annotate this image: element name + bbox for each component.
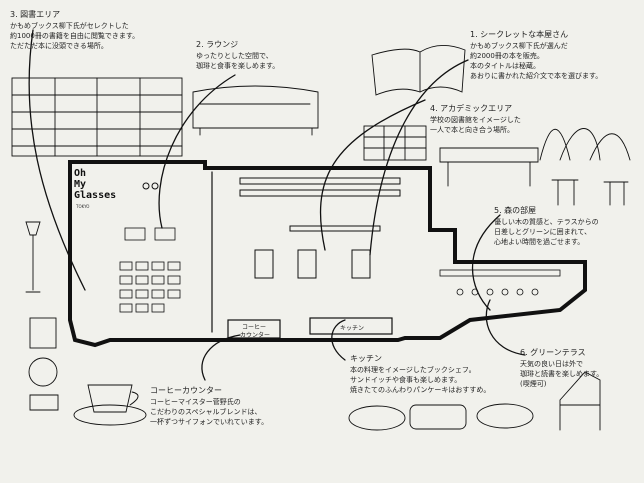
note-line: かもめブックス柳下氏が選んだ (470, 42, 568, 50)
building-outline (68, 160, 587, 348)
note-secret-bookstore: 1. シークレットな本屋さん かもめブックス柳下氏が選んだ 約2000冊の本を販… (470, 30, 602, 81)
note-line: 本の料理をイメージしたブックシェフ。 (350, 366, 476, 374)
floor-lamp-illustration (25, 221, 41, 293)
note-line: 本のタイトルは秘蔵。 (470, 62, 540, 70)
note-academic-area: 4. アカデミックエリア 学校の図書館をイメージした 一人で本と向き合う場所。 (430, 104, 521, 135)
note-line: 一杯ずつサイフォンでいれています。 (150, 418, 269, 426)
plants-illustration (539, 128, 631, 206)
note-title: 2. ラウンジ (196, 40, 239, 49)
note-title: コーヒーカウンター (150, 386, 222, 395)
coffee-counter-label-1: コーヒー (242, 324, 267, 331)
coffee-counter-label-2: カウンター (240, 332, 271, 339)
note-title: 4. アカデミックエリア (430, 104, 513, 113)
note-line: コーヒーマイスター菅野氏の (150, 398, 241, 406)
brand-line1: Oh (74, 168, 87, 179)
note-line: 約2000冊の本を販売。 (470, 52, 544, 60)
note-line: 約1000冊の書籍を自由に閲覧できます。 (10, 32, 140, 40)
note-line: 日差しとグリーンに囲まれて、 (494, 228, 592, 236)
note-green-terrace: 6. グリーンテラス 天気の良い日は外で 珈琲と読書を楽しめます。 (喫煙可) (520, 348, 603, 389)
note-line: ゆったりとした空間で、 (196, 52, 273, 60)
note-line: 心地よい時間を過ごせます。 (494, 238, 585, 246)
coffee-cup-illustration (73, 384, 147, 426)
siphon-illustration (28, 317, 59, 411)
bookshelf-illustration (11, 77, 183, 157)
library-shelf-illustration (363, 125, 427, 161)
note-line: サンドイッチや食事も楽しめます。 (350, 376, 462, 384)
deck-chair-illustration (559, 371, 601, 431)
note-line: かもめブックス柳下氏がセレクトした (10, 22, 129, 30)
note-title: 1. シークレットな本屋さん (470, 30, 569, 39)
note-kitchen: キッチン 本の料理をイメージしたブックシェフ。 サンドイッチや食事も楽しめます。… (350, 354, 490, 395)
note-line: 優しい木の質感と、テラスからの (494, 218, 599, 226)
note-library: 3. 図書エリア かもめブックス柳下氏がセレクトした 約1000冊の書籍を自由に… (10, 10, 139, 51)
note-title: 5. 森の部屋 (494, 206, 537, 215)
study-desk-illustration (439, 147, 539, 187)
kitchen-label: キッチン (340, 325, 365, 332)
food-illustration (348, 403, 534, 431)
open-book-illustration (371, 45, 466, 96)
note-title: キッチン (350, 354, 382, 363)
note-line: 一人で本と向き合う場所。 (430, 126, 514, 134)
note-line: こだわりのスペシャルブレンドは、 (150, 408, 262, 416)
note-forest-room: 5. 森の部屋 優しい木の質感と、テラスからの 日差しとグリーンに囲まれて、 心… (494, 206, 599, 247)
note-line: (喫煙可) (520, 380, 547, 388)
note-line: ただただ本に没頭できる場所。 (10, 42, 108, 50)
note-line: 天気の良い日は外で (520, 360, 583, 368)
brand-logo: Oh My Glasses (74, 168, 116, 201)
brand-line2: My (74, 179, 87, 190)
brand-sub: TOKYO (76, 204, 90, 209)
note-line: 珈琲と読書を楽しめます。 (520, 370, 604, 378)
note-lounge: 2. ラウンジ ゆったりとした空間で、 珈琲と食事を楽しめます。 (196, 40, 279, 71)
note-line: 学校の図書館をイメージした (430, 116, 521, 124)
note-title: 6. グリーンテラス (520, 348, 586, 357)
brand-line3: Glasses (74, 190, 117, 201)
note-coffee-counter: コーヒーカウンター コーヒーマイスター菅野氏の こだわりのスペシャルブレンドは、… (150, 386, 268, 427)
note-title: 3. 図書エリア (10, 10, 61, 19)
note-line: 珈琲と食事を楽しめます。 (196, 62, 280, 70)
note-line: 焼きたてのふんわりパンケーキはおすすめ。 (350, 386, 491, 394)
sofa-illustration (192, 85, 319, 136)
note-line: あおりに書かれた紹介文で本を選びます。 (470, 72, 603, 80)
